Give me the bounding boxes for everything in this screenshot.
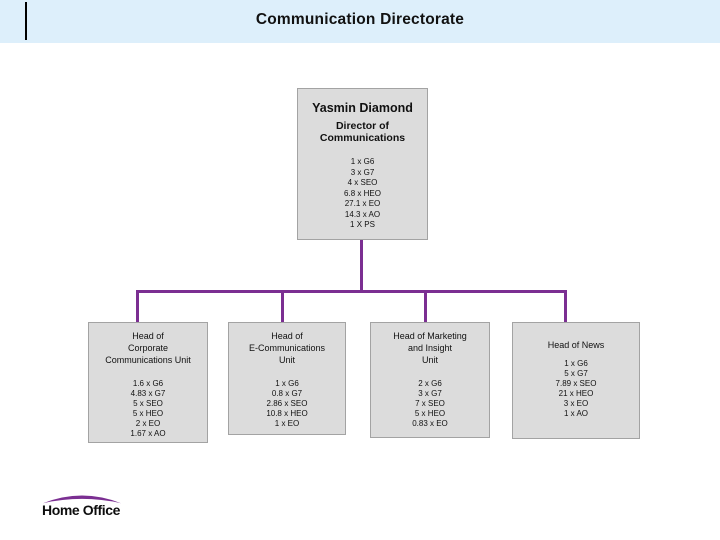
unit-title-line: E-Communications <box>248 343 326 353</box>
staff-line: 3 x G7 <box>350 167 375 177</box>
staff-line: 1 x EO <box>274 419 300 428</box>
unit-title-line: Unit <box>421 355 438 365</box>
connector-root-vertical <box>360 240 363 290</box>
unit-title-line: Head of Marketing <box>393 331 467 341</box>
staff-line: 1 x G6 <box>350 157 375 166</box>
staff-line: 21 x HEO <box>558 389 594 398</box>
staff-line: 0.83 x EO <box>412 419 448 428</box>
unit-title-line: and Insight <box>407 343 453 353</box>
staff-line: 10.8 x HEO <box>266 409 308 418</box>
staff-line: 1.67 x AO <box>130 429 166 438</box>
staff-line: 3 x G7 <box>418 389 442 398</box>
title-box-edge-line <box>25 2 27 40</box>
staff-line: 1 x AO <box>563 409 588 418</box>
connector-drop-news <box>564 290 567 325</box>
staff-line: 5 x G7 <box>564 369 588 378</box>
staff-line: 27.1 x EO <box>344 199 381 208</box>
page-title: Communication Directorate <box>255 11 465 28</box>
director-role-line: Director of <box>335 120 390 132</box>
connector-drop-corporate <box>136 290 139 323</box>
staff-line: 1 x G6 <box>275 379 299 388</box>
director-name: Yasmin Diamond <box>312 101 413 115</box>
connector-drop-ecomms <box>281 290 284 323</box>
staff-line: 0.8 x G7 <box>271 389 303 398</box>
director-role-line: Communications <box>319 132 406 144</box>
home-office-logo: Home Office <box>42 491 124 523</box>
staff-line: 2 x G6 <box>418 379 442 388</box>
staff-line: 1 x G6 <box>564 359 588 368</box>
staff-line: 1.6 x G6 <box>132 379 164 388</box>
staff-line: 5 x SEO <box>133 399 163 408</box>
staff-line: 7.89 x SEO <box>555 379 597 388</box>
unit-title-line: Head of <box>271 331 303 341</box>
staff-line: 6.8 x HEO <box>344 188 381 198</box>
staff-line: 5 x HEO <box>414 409 446 418</box>
logo-text: Home Office <box>42 502 121 518</box>
unit-title-line: Unit <box>278 355 295 365</box>
unit-title-line: Head of News <box>547 340 605 350</box>
staff-line: 2.86 x SEO <box>266 399 308 408</box>
unit-title-line: Communications Unit <box>105 355 191 365</box>
unit-title: Head of News <box>513 323 639 351</box>
staff-line: 14.3 x AO <box>344 209 381 219</box>
logo-arc-icon <box>43 495 121 504</box>
staff-line: 2 x EO <box>135 419 161 428</box>
staff-line: 3 x EO <box>563 399 589 408</box>
staff-line: 4.83 x G7 <box>130 389 166 398</box>
connector-drop-marketing <box>424 290 427 323</box>
staff-line: 5 x HEO <box>132 409 164 418</box>
unit-title-line: Head of <box>132 331 164 341</box>
header-band: Communication Directorate <box>0 0 720 43</box>
staff-line: 1 X PS <box>350 220 375 229</box>
connector-horizontal <box>136 290 567 293</box>
staff-line: 7 x SEO <box>415 399 445 408</box>
staff-line: 4 x SEO <box>347 178 378 187</box>
unit-title-line: Corporate <box>127 343 169 353</box>
